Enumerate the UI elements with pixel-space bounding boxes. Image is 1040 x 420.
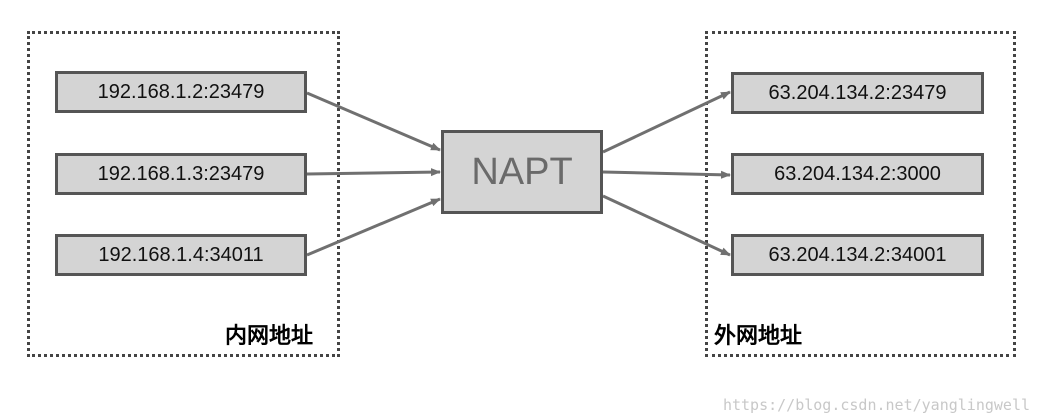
external-address-text: 63.204.134.2:34001 <box>768 243 947 266</box>
external-group-label: 外网地址 <box>714 324 803 349</box>
arrow-in-0-to-napt <box>306 91 441 152</box>
external-address-text: 63.204.134.2:3000 <box>774 162 941 185</box>
arrow-in-1-to-napt <box>306 168 441 177</box>
internal-address-text: 192.168.1.4:34011 <box>98 243 264 266</box>
arrow-napt-to-out-1 <box>602 170 731 179</box>
watermark-text: https://blog.csdn.net/yanglingwell <box>722 396 1030 414</box>
internal-address-text: 192.168.1.2:23479 <box>97 80 265 103</box>
external-address-box: 63.204.134.2:23479 <box>731 72 984 114</box>
external-address-box: 63.204.134.2:3000 <box>731 153 984 195</box>
internal-address-box: 192.168.1.4:34011 <box>55 234 307 276</box>
napt-box: NAPT <box>441 130 603 214</box>
internal-address-box: 192.168.1.3:23479 <box>55 153 307 195</box>
internal-address-box: 192.168.1.2:23479 <box>55 71 307 113</box>
arrow-in-2-to-napt <box>306 197 441 257</box>
external-address-text: 63.204.134.2:23479 <box>768 81 947 104</box>
internal-address-text: 192.168.1.3:23479 <box>97 162 265 185</box>
arrow-napt-to-out-0 <box>602 90 731 154</box>
external-address-box: 63.204.134.2:34001 <box>731 234 984 276</box>
external-network-group <box>705 31 1016 357</box>
napt-label: NAPT <box>471 150 573 193</box>
internal-network-group <box>27 31 340 357</box>
arrow-napt-to-out-2 <box>602 194 731 257</box>
internal-group-label: 内网地址 <box>225 324 314 349</box>
